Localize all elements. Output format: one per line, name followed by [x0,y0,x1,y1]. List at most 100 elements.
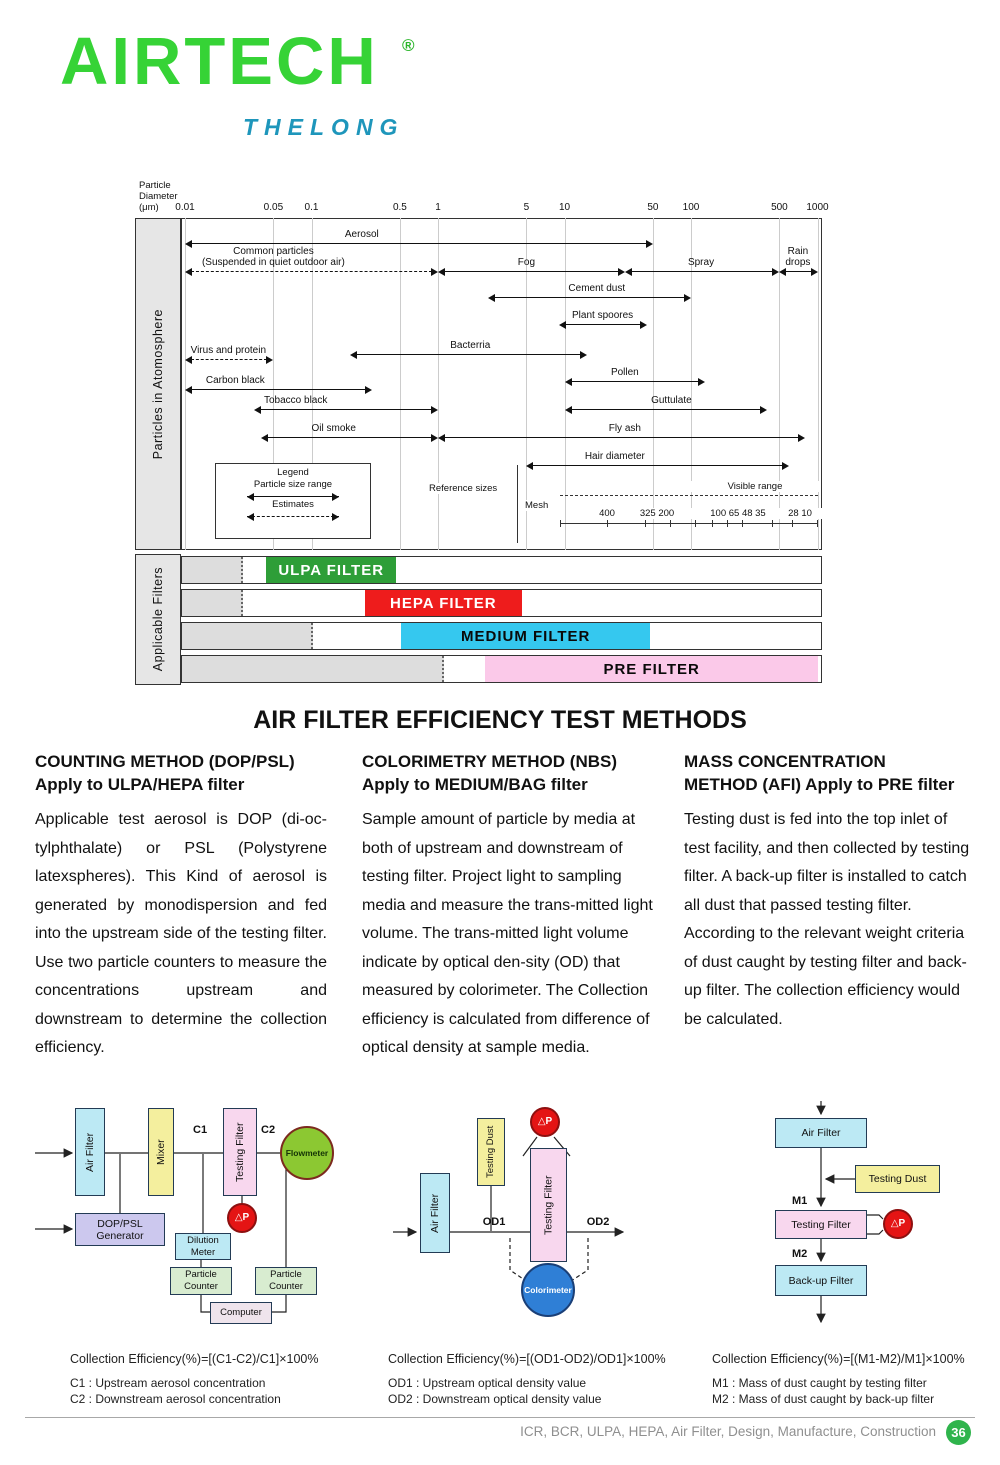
colorimeter-circle: Colorimeter [521,1263,575,1317]
arrowhead-right [431,406,438,414]
legend-item-solid-label: Particle size range [253,479,333,490]
particle-range-label: Guttulate [651,395,692,406]
mesh-scale-tick [727,520,728,527]
filter-bar: MEDIUM FILTER [400,623,651,649]
particle-range-label: Hair diameter [584,451,645,462]
mesh-label: Mesh [525,500,549,511]
arrowhead-left [185,240,192,248]
note-m2: M2 : Mass of dust caught by back-up filt… [712,1392,935,1406]
arrowhead-left [779,268,787,276]
arrowhead-left [185,356,192,364]
particle-range-line [355,354,581,355]
chart-legend: Legend Particle size range Estimates [215,463,371,539]
particle-range-label: Fog [517,257,536,268]
mesh-scale-tick [695,520,696,527]
filter-gray-zone [182,656,445,682]
particle-range-label: Common particles (Suspended in quiet out… [201,246,345,268]
delta-p-gauge: △P [883,1209,913,1239]
particle-range-line [785,271,812,272]
particle-range-label: Oil smoke [311,423,356,434]
mesh-scale-tick [560,520,561,527]
connector-lines [35,1148,287,1313]
method-column-mass-concentration: MASS CONCENTRATION METHOD (AFI) Apply to… [684,750,976,1034]
filter-gray-zone [182,590,243,616]
particle-range-label: Bacterria [450,340,491,351]
arrowhead-left [253,406,261,414]
connector-lines [816,1101,884,1324]
arrowhead-right [431,268,438,276]
brand-logo: AIRTECH [60,24,379,99]
arrowhead-right [579,351,587,359]
mass-concentration-method-diagram: Air Filter Testing Dust M1 Testing Filte… [710,1098,970,1338]
mixer-box: Mixer [148,1108,174,1196]
arrowhead-right [645,240,653,248]
mesh-number: 325 200 [625,508,689,519]
applicable-filters-label: Applicable Filters [151,567,165,672]
efficiency-formula: Collection Efficiency(%)=[(C1-C2)/C1]×10… [70,1352,319,1366]
colorimetry-method-diagram: Air Filter Testing Dust Testing Filter △… [390,1098,680,1338]
reference-sizes-label: Reference sizes [429,483,498,494]
gridline [691,218,692,550]
particle-range-line [564,324,642,325]
note-od2: OD2 : Downstream optical density value [388,1392,602,1406]
particle-range-label: Virus and protein [190,345,267,356]
dop-psl-generator-box: DOP/PSL Generator [75,1213,165,1246]
testing-filter-box: Testing Filter [530,1148,567,1262]
page-number-badge: 36 [946,1420,971,1445]
mesh-scale-tick [742,520,743,527]
m2-label: M2 [792,1248,808,1260]
testing-filter-box: Testing Filter [223,1108,257,1196]
particle-range-line [570,381,700,382]
od2-label: OD2 [586,1216,610,1228]
colorimetry-formula-block: Collection Efficiency(%)=[(OD1-OD2)/OD1]… [388,1352,693,1407]
filter-row: HEPA FILTER [181,589,822,617]
connector-lines [393,1136,625,1282]
particle-range-label: Pollen [610,367,639,378]
arrowhead-left [261,434,269,442]
axis-tick-label: 10 [558,202,571,213]
arrowhead-left [349,351,357,359]
filter-row: ULPA FILTER [181,556,822,584]
testing-dust-box: Testing Dust [477,1118,505,1186]
particle-range-line [191,359,268,360]
filter-gray-zone [182,557,243,583]
mesh-scale-tick [645,520,646,527]
arrowhead-left [564,406,572,414]
gridline [817,218,819,550]
particle-range-label: Fly ash [608,423,641,434]
mesh-scale-tick [772,520,773,527]
arrowhead-left [185,386,192,394]
efficiency-formula: Collection Efficiency(%)=[(M1-M2)/M1]×10… [712,1352,965,1366]
air-filter-box: Air Filter [420,1173,450,1253]
axis-tick-label: 1 [435,202,441,213]
mesh-scale-tick [712,520,713,527]
gridline [273,218,275,550]
filter-bar: ULPA FILTER [266,557,397,583]
particle-counter-box: Particle Counter [170,1267,232,1295]
particle-range-line [444,271,619,272]
filter-row: PRE FILTER [181,655,822,683]
gridline [438,218,439,550]
dilution-meter-box: Dilution Meter [175,1233,231,1260]
particle-counter-box: Particle Counter [255,1267,317,1295]
axis-tick-label: 100 [682,202,700,213]
note-od1: OD1 : Upstream optical density value [388,1376,587,1390]
mesh-number: 28 10 [775,508,825,519]
mesh-number: 400 [587,508,627,519]
section-title: AIR FILTER EFFICIENCY TEST METHODS [253,706,747,734]
method-body: Testing dust is fed into the top inlet o… [684,811,970,1028]
backup-filter-box: Back-up Filter [775,1265,867,1296]
particle-range-line [532,465,784,466]
particle-range-label: Cement dust [568,283,626,294]
counting-formula-block: Collection Efficiency(%)=[(C1-C2)/C1]×10… [70,1352,370,1407]
legend-item-dashed-label: Estimates [272,499,314,510]
arrowhead-right [364,386,372,394]
arrowhead-right [798,434,806,442]
delta-p-gauge: △P [530,1107,560,1137]
row-header-atmosphere: Particles in Atomosphere [135,218,181,550]
gridline [652,218,654,550]
mesh-number: 100 65 48 35 [685,508,791,519]
particle-range-line [259,409,432,410]
arrowhead-left [564,378,572,386]
particle-range-label: Carbon black [205,375,265,386]
